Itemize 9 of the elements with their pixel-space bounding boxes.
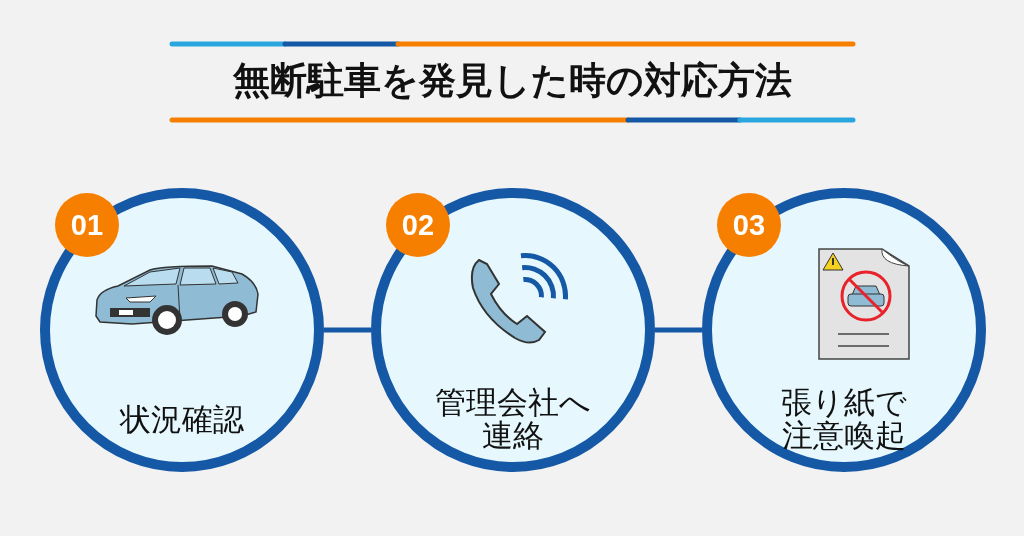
step-number: 01 — [70, 208, 104, 242]
step-label: 管理会社へ連絡 — [434, 386, 592, 452]
step-number: 02 — [401, 208, 435, 242]
step-label: 張り紙で注意喚起 — [780, 386, 908, 452]
step-label: 状況確認 — [120, 402, 244, 436]
connector-line — [324, 327, 371, 333]
step-number: 03 — [732, 208, 766, 242]
connector-line — [655, 327, 702, 333]
title: 無断駐車を発見した時の対応方法 — [232, 58, 793, 104]
